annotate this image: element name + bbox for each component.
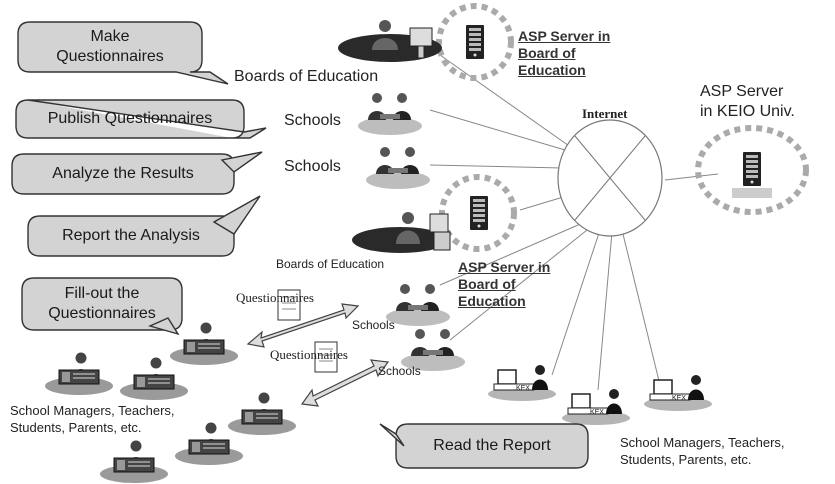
- label-schools-4: Schools: [378, 364, 421, 378]
- exchange-arrow: [300, 359, 390, 407]
- board-office-mid-icon: [352, 212, 451, 253]
- label-boards-top: Boards of Education: [234, 68, 379, 85]
- bubble-report-analysis: Report the Analysis: [62, 227, 200, 244]
- bubble-fillout-questionnaires: Fill-out the Questionnaires: [48, 285, 156, 322]
- computer-user-icon: [487, 364, 557, 402]
- internet-lines: [429, 54, 719, 391]
- server-highlight-mid: [439, 174, 517, 252]
- label-internet: Internet: [582, 106, 628, 121]
- document-icon: [277, 289, 301, 321]
- label-asp-server-mid: ASP Server in Board of Education: [458, 259, 551, 309]
- people-meeting-icon: [366, 147, 430, 189]
- person-at-desk-icon: [99, 440, 169, 484]
- server-highlight-top: [436, 3, 514, 81]
- label-questionnaires-1: Questionnaires: [236, 290, 314, 305]
- bubble-publish-questionnaires: Publish Questionnaires: [47, 110, 213, 127]
- server-base-keio: [732, 188, 772, 198]
- label-questionnaires-2: Questionnaires: [270, 347, 348, 362]
- board-office-top-icon: [338, 20, 442, 62]
- bubble-analyze-results: Analyze the Results: [52, 165, 194, 182]
- bubble-shapes: [11, 21, 589, 469]
- label-users-left: School Managers, Teachers, Students, Par…: [10, 403, 175, 435]
- label-users-right: School Managers, Teachers, Students, Par…: [620, 435, 785, 467]
- bubble-make-questionnaires: Make Questionnaires: [56, 28, 164, 65]
- person-at-desk-icon: [169, 322, 239, 366]
- label-schools-3: Schools: [352, 318, 395, 332]
- person-at-desk-icon: [44, 352, 114, 396]
- people-meeting-icon: [358, 93, 422, 135]
- label-schools-1: Schools: [284, 112, 341, 129]
- people-meeting-icon: [386, 284, 450, 326]
- label-schools-2: Schools: [284, 158, 341, 175]
- computer-user-icon: [643, 374, 713, 412]
- label-asp-server-top: ASP Server in Board of Education: [518, 28, 611, 78]
- person-at-desk-icon: [119, 357, 189, 401]
- server-icon: [466, 25, 484, 59]
- exchange-arrow: [246, 303, 360, 348]
- server-highlight-keio: [695, 125, 809, 215]
- bubble-read-report: Read the Report: [433, 437, 551, 454]
- computer-user-icon: [561, 388, 631, 426]
- label-keio-server: ASP Server in KEIO Univ.: [700, 83, 795, 120]
- label-boards-mid: Boards of Education: [276, 257, 385, 271]
- person-at-desk-icon: [227, 392, 297, 436]
- server-icon: [743, 152, 761, 186]
- document-icon: [314, 341, 338, 373]
- internet-hub-icon: [557, 119, 663, 237]
- server-icon: [470, 196, 488, 230]
